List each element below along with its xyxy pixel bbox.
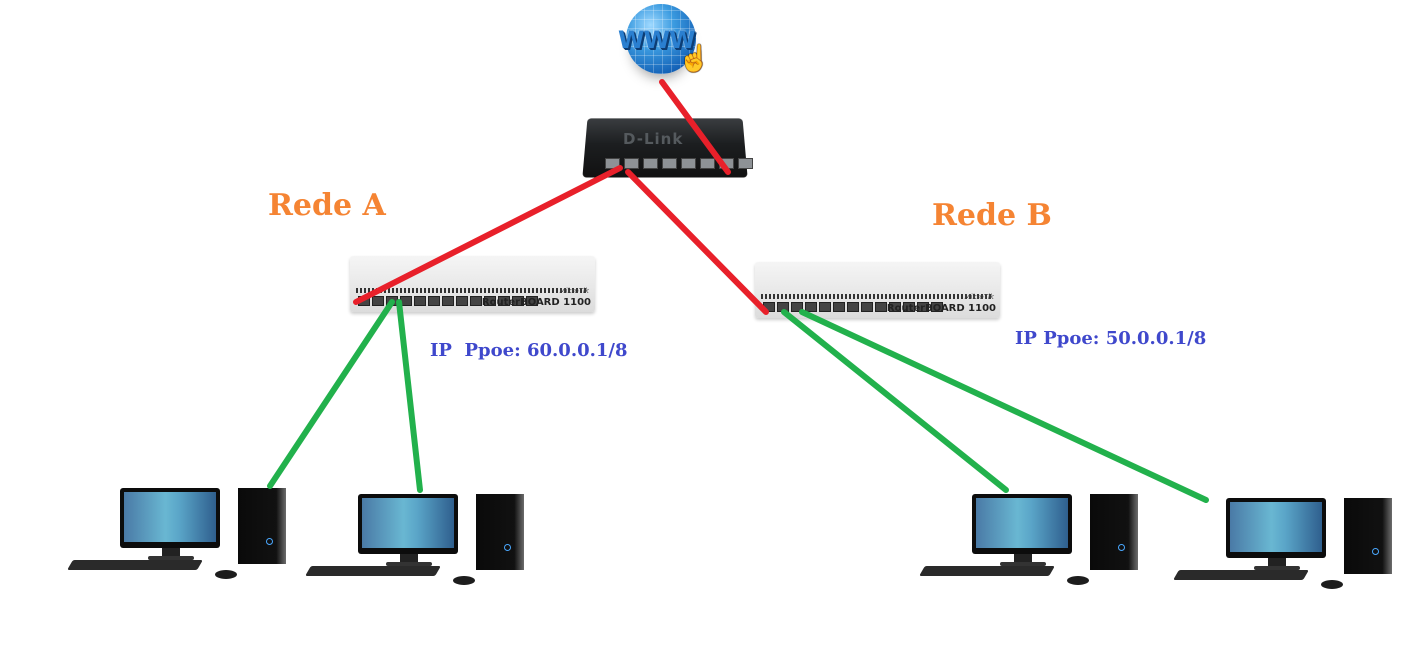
keyboard-icon (1173, 570, 1309, 580)
mouse-icon (453, 576, 475, 585)
link-router-a-client-2 (396, 299, 423, 493)
desktop-computer-icon (476, 494, 524, 570)
desktop-computer-icon (1344, 498, 1392, 574)
router-a-brand: MikroTik (559, 287, 589, 295)
mouse-icon (215, 570, 237, 579)
keyboard-icon (67, 560, 203, 570)
switch-ports (605, 158, 753, 169)
network-switch: D-Link (582, 116, 753, 182)
router-b: MikroTik RouterBOARD 1100 (755, 262, 1000, 320)
network-a-label: Rede A (268, 188, 386, 223)
rede-a-client-1 (67, 488, 295, 588)
keyboard-icon (305, 566, 441, 576)
desktop-computer-icon (238, 488, 286, 564)
switch-brand: D-Link (623, 130, 684, 148)
monitor-icon (358, 494, 458, 554)
mouse-icon (1321, 580, 1343, 589)
router-a: MikroTik RouterBOARD 1100 (350, 256, 595, 314)
www-globe-icon (626, 4, 696, 74)
monitor-icon (120, 488, 220, 548)
pointer-hand-icon: ☝ (678, 44, 711, 74)
link-router-b-client-1 (781, 309, 1009, 493)
mouse-icon (1067, 576, 1089, 585)
monitor-icon (972, 494, 1072, 554)
router-a-model: RouterBOARD 1100 (481, 297, 591, 308)
router-b-model: RouterBOARD 1100 (886, 303, 996, 314)
www-label: WWW (618, 26, 695, 54)
network-b-ip-label: IP Ppoe: 50.0.0.1/8 (1015, 328, 1207, 349)
internet-node: WWW ☝ (618, 4, 711, 84)
rede-b-client-2 (1173, 498, 1401, 598)
router-b-brand: MikroTik (964, 293, 994, 301)
keyboard-icon (919, 566, 1055, 576)
monitor-icon (1226, 498, 1326, 558)
rede-b-client-1 (919, 494, 1147, 594)
rede-a-client-2 (305, 494, 533, 594)
desktop-computer-icon (1090, 494, 1138, 570)
network-b-label: Rede B (932, 198, 1052, 233)
link-router-a-client-1 (267, 299, 395, 489)
network-a-ip-label: IP Ppoe: 60.0.0.1/8 (430, 340, 628, 361)
link-switch-router-b (625, 169, 769, 315)
